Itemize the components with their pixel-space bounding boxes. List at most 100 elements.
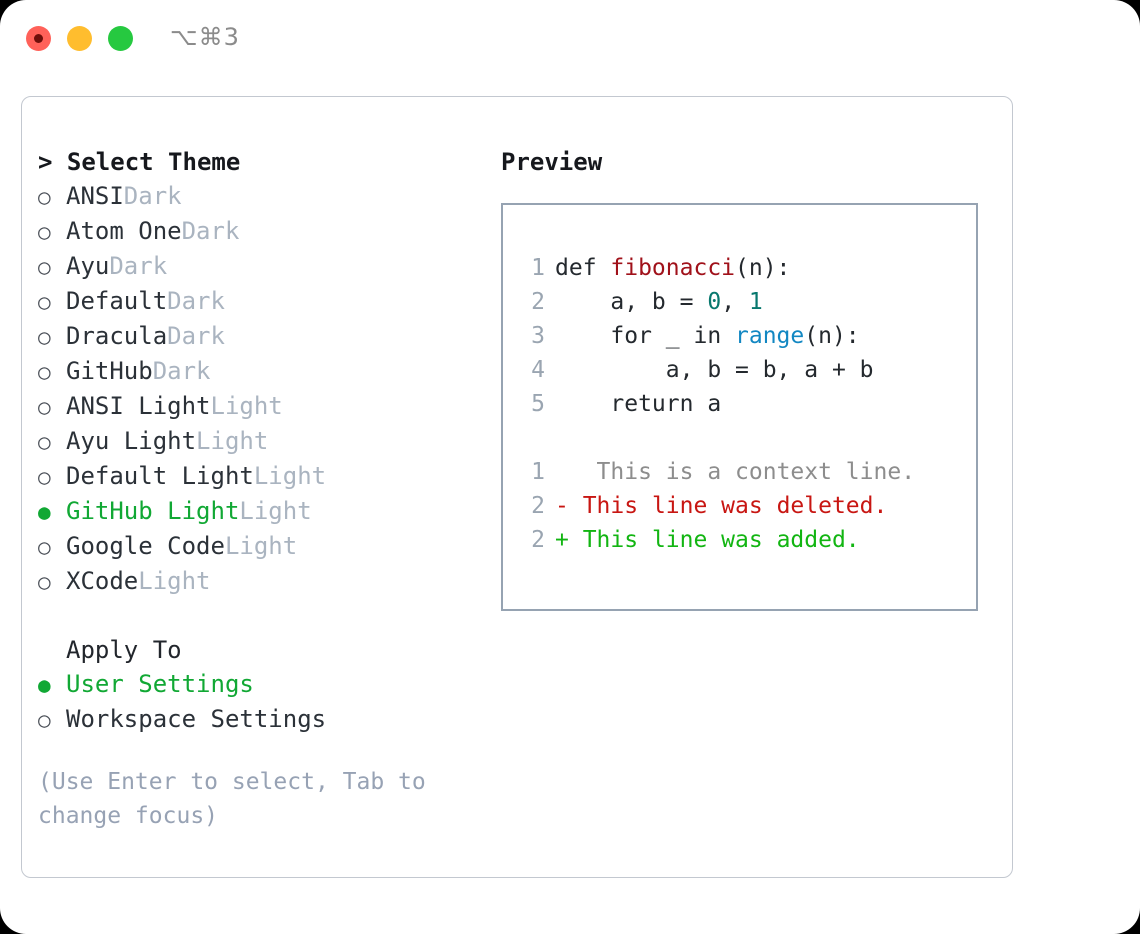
panel-columns: > Select Theme ○ ANSI Dark ○ Atom One Da… <box>22 97 1012 877</box>
line-number: 1 <box>531 459 545 485</box>
theme-option-label: XCode <box>66 567 139 595</box>
theme-option-github-light[interactable]: ● GitHub Light Light <box>38 494 498 529</box>
theme-option-default-light[interactable]: ○ Default Light Light <box>38 459 498 494</box>
apply-to-option-workspace-settings[interactable]: ○ Workspace Settings <box>38 702 498 737</box>
radio-selected-icon: ● <box>38 673 51 697</box>
line-number: 3 <box>531 323 545 349</box>
code-token: (n): <box>804 323 860 349</box>
line-number: 4 <box>531 357 545 383</box>
radio-unselected-icon: ○ <box>38 395 51 419</box>
radio-unselected-icon: ○ <box>38 535 51 559</box>
diff-marker <box>555 455 569 489</box>
code-token: for _ in <box>555 323 736 349</box>
diff-content: This line was deleted. <box>568 493 888 519</box>
theme-option-ansi[interactable]: ○ ANSI Dark <box>38 179 498 214</box>
code-line: 4 a, b = b, a + b <box>523 353 968 387</box>
theme-option-label: ANSI Light <box>66 392 211 420</box>
code-content: a, b = b, a + b <box>555 353 874 387</box>
theme-option-atom-one[interactable]: ○ Atom One Dark <box>38 214 498 249</box>
theme-option-badge: Light <box>239 497 312 525</box>
radio-unselected-icon: ○ <box>38 220 51 244</box>
theme-option-ayu[interactable]: ○ Ayu Dark <box>38 249 498 284</box>
diff-marker: + <box>555 527 569 553</box>
theme-option-ansi-light[interactable]: ○ ANSI Light Light <box>38 389 498 424</box>
theme-option-default[interactable]: ○ Default Dark <box>38 284 498 319</box>
code-diff-separator <box>523 421 968 455</box>
minimize-button[interactable] <box>67 26 92 51</box>
close-button[interactable] <box>26 26 51 51</box>
theme-option-badge: Light <box>196 427 269 455</box>
theme-option-google-code[interactable]: ○ Google Code Light <box>38 529 498 564</box>
line-number: 2 <box>531 527 545 553</box>
code-content: a, b = 0, 1 <box>555 285 763 319</box>
code-token: def <box>555 255 611 281</box>
radio-unselected-icon: ○ <box>38 465 51 489</box>
window-controls <box>26 26 133 51</box>
theme-option-badge: Dark <box>123 182 182 210</box>
theme-option-label: ANSI <box>66 182 124 210</box>
line-number: 5 <box>531 391 545 417</box>
radio-unselected-icon: ○ <box>38 325 51 349</box>
code-token: 1 <box>748 289 763 315</box>
theme-option-badge: Dark <box>109 252 168 280</box>
main-panel: > Select Theme ○ ANSI Dark ○ Atom One Da… <box>21 96 1013 878</box>
diff-content: This is a context line. <box>568 459 916 485</box>
radio-unselected-icon: ○ <box>38 708 51 732</box>
code-token: 0 <box>707 289 722 315</box>
code-line: 3 for _ in range(n): <box>523 319 968 353</box>
theme-option-label: Default Light <box>66 462 254 490</box>
list-spacer <box>38 599 498 633</box>
code-token: fibonacci <box>610 255 736 281</box>
code-line: 5 return a <box>523 387 968 421</box>
line-number: 2 <box>531 493 545 519</box>
theme-list: ○ ANSI Dark ○ Atom One Dark ○ Ayu Dark <box>38 179 498 599</box>
theme-option-dracula[interactable]: ○ Dracula Dark <box>38 319 498 354</box>
code-token: a, b = b, a + b <box>555 357 874 383</box>
theme-option-badge: Light <box>253 462 327 490</box>
code-sample: 1 def fibonacci(n): 2 a, b = 0, 1 3 for … <box>523 251 968 557</box>
code-line: 1 def fibonacci(n): <box>523 251 968 285</box>
theme-option-label: Dracula <box>66 322 168 350</box>
code-token: return a <box>555 391 722 417</box>
radio-unselected-icon: ○ <box>38 255 51 279</box>
apply-to-list: ● User Settings ○ Workspace Settings <box>38 667 498 737</box>
preview-box: 1 def fibonacci(n): 2 a, b = 0, 1 3 for … <box>501 203 978 611</box>
diff-line-context: 1 This is a context line. <box>523 455 968 489</box>
maximize-button[interactable] <box>108 26 133 51</box>
theme-option-label: GitHub <box>66 357 153 385</box>
theme-option-ayu-light[interactable]: ○ Ayu Light Light <box>38 424 498 459</box>
code-line: 2 a, b = 0, 1 <box>523 285 968 319</box>
diff-content: This line was added. <box>568 527 860 553</box>
theme-option-badge: Dark <box>167 322 225 350</box>
preview-heading: Preview <box>501 148 603 176</box>
apply-to-option-label: Workspace Settings <box>66 705 327 733</box>
theme-option-label: Ayu Light <box>66 427 197 455</box>
code-token: , <box>721 289 749 315</box>
code-token: (n): <box>735 255 791 281</box>
diff-line-added: 2 + This line was added. <box>523 523 968 557</box>
theme-option-label: Ayu <box>66 252 110 280</box>
theme-option-badge: Light <box>224 532 298 560</box>
theme-option-label: Atom One <box>66 217 182 245</box>
radio-unselected-icon: ○ <box>38 360 51 384</box>
theme-option-badge: Light <box>210 392 283 420</box>
radio-unselected-icon: ○ <box>38 430 51 454</box>
code-content: def fibonacci(n): <box>555 251 790 285</box>
line-number: 2 <box>531 289 545 315</box>
code-content: return a <box>555 387 721 421</box>
theme-option-badge: Dark <box>167 287 225 315</box>
line-number: 1 <box>531 255 545 281</box>
diff-line-deleted: 2 - This line was deleted. <box>523 489 968 523</box>
theme-option-label: Default <box>66 287 168 315</box>
preview-column: Preview <box>501 145 1001 179</box>
theme-option-badge: Dark <box>181 217 240 245</box>
theme-option-xcode[interactable]: ○ XCode Light <box>38 564 498 599</box>
theme-picker-column: > Select Theme ○ ANSI Dark ○ Atom One Da… <box>38 145 498 737</box>
theme-option-github[interactable]: ○ GitHub Dark <box>38 354 498 389</box>
code-token: range <box>735 323 805 349</box>
apply-to-option-user-settings[interactable]: ● User Settings <box>38 667 498 702</box>
radio-unselected-icon: ○ <box>38 570 51 594</box>
radio-unselected-icon: ○ <box>38 185 51 209</box>
title-bar: ⌥⌘3 <box>0 0 1140 76</box>
